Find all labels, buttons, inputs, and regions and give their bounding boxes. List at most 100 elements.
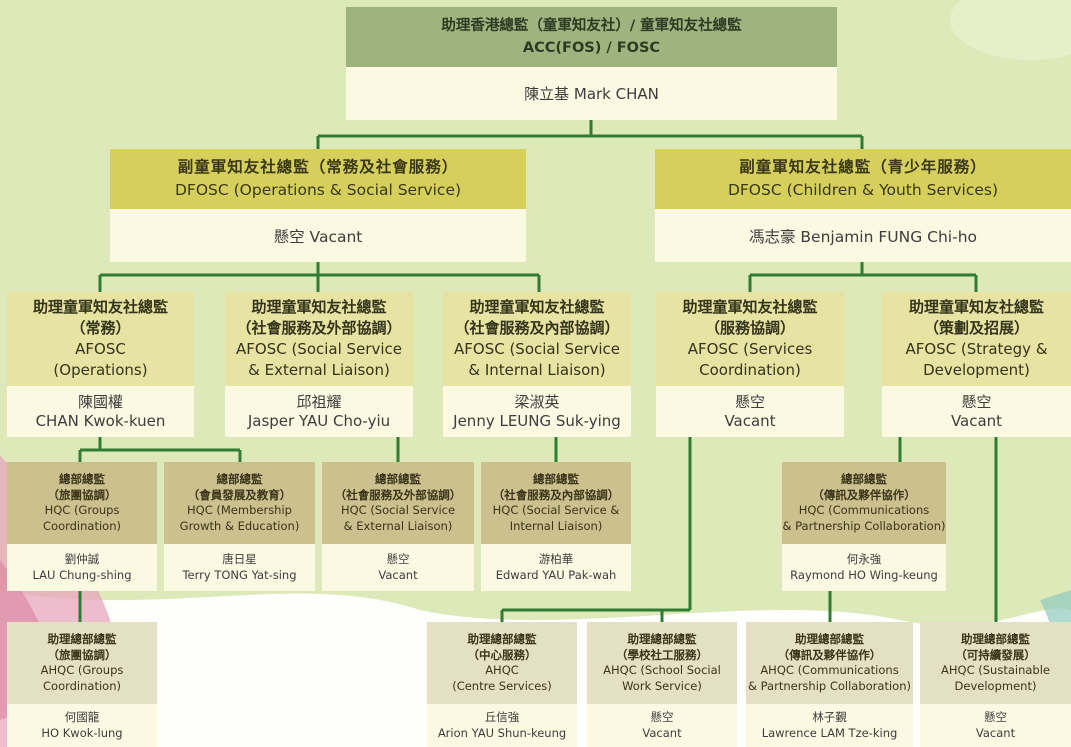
hqc-title-zh: 總部總監	[375, 472, 421, 486]
afosc-name-cell: 懸空 Vacant	[656, 386, 844, 437]
hqc-title-zh-sub: （會員發展及教育）	[187, 487, 292, 502]
afosc-box-services: 助理童軍知友社總監 （服務協調） AFOSC (Services Coordin…	[656, 292, 844, 437]
deputy-name-cell: 馮志豪 Benjamin FUNG Chi-ho	[655, 209, 1071, 262]
ahqc-name-cell: 丘信強 Arion YAU Shun-keung	[427, 704, 577, 747]
hqc-title-en: HQC (Social Service	[340, 503, 456, 517]
hqc-title-en-sub: Growth & Education)	[179, 518, 300, 533]
ahqc-title: 助理總部總監 （中心服務） AHQC (Centre Services)	[427, 622, 577, 704]
afosc-name-zh: 懸空	[734, 392, 765, 411]
hqc-title-zh-sub: （社會服務及外部協調）	[334, 487, 462, 502]
ahqc-title: 助理總部總監 （旅團協調） AHQC (Groups Coordination)	[7, 622, 157, 704]
ahqc-title-zh-sub: （中心服務）	[467, 647, 537, 662]
deputy-name: 馮志豪 Benjamin FUNG Chi-ho	[748, 227, 978, 246]
afosc-title-zh: 助理童軍知友社總監	[908, 298, 1044, 316]
ahqc-title-en-sub: Development)	[954, 678, 1037, 693]
director-title-en: ACC(FOS) / FOSC	[522, 40, 661, 56]
afosc-title: 助理童軍知友社總監 （社會服務及內部協調） AFOSC (Social Serv…	[443, 292, 631, 386]
ahqc-title-zh: 助理總部總監	[47, 632, 117, 646]
ahqc-title-en-sub: Work Service)	[622, 678, 702, 693]
afosc-title-en-sub: Coordination)	[699, 361, 801, 379]
hqc-name-zh: 劉仲誠	[64, 552, 100, 566]
hqc-title-zh-sub: （旅團協調）	[47, 487, 117, 502]
ahqc-title-zh: 助理總部總監	[627, 632, 697, 646]
ahqc-name-zh: 懸空	[984, 710, 1007, 724]
afosc-title-en: AFOSC (Services	[687, 340, 813, 358]
director-name: 陳立基 Mark CHAN	[524, 85, 659, 103]
deputy-name: 懸空 Vacant	[273, 227, 363, 246]
ahqc-title-zh: 助理總部總監	[961, 632, 1030, 646]
hqc-title: 總部總監 （旅團協調） HQC (Groups Coordination)	[7, 462, 157, 544]
afosc-name-en: Jenny LEUNG Suk-ying	[453, 411, 621, 430]
afosc-title-en: AFOSC (Social Service	[454, 340, 620, 358]
deputy-box-operations: 副童軍知友社總監（常務及社會服務） DFOSC (Operations & So…	[110, 149, 526, 262]
afosc-title-zh-sub: （社會服務及內部協調）	[454, 319, 620, 337]
afosc-title: 助理童軍知友社總監 （社會服務及外部協調） AFOSC (Social Serv…	[225, 292, 413, 386]
hqc-name-zh: 唐日星	[222, 552, 257, 566]
afosc-title-zh-sub: （社會服務及外部協調）	[236, 319, 402, 337]
deputy-name-cell: 懸空 Vacant	[110, 209, 526, 262]
hqc-title: 總部總監 （社會服務及內部協調） HQC (Social Service & I…	[481, 462, 631, 544]
ahqc-box-groups: 助理總部總監 （旅團協調） AHQC (Groups Coordination)…	[7, 622, 157, 747]
hqc-box-communications: 總部總監 （傳訊及夥伴協作） HQC (Communications & Par…	[782, 462, 946, 591]
hqc-title-en: HQC (Social Service &	[492, 503, 620, 517]
deputy-title-zh: 副童軍知友社總監（常務及社會服務）	[177, 158, 459, 176]
ahqc-box-sustainable: 助理總部總監 （可持續發展） AHQC (Sustainable Develop…	[920, 622, 1071, 747]
afosc-title-zh: 助理童軍知友社總監	[251, 298, 387, 316]
afosc-name-en: Vacant	[724, 411, 776, 430]
afosc-name-cell: 陳國權 CHAN Kwok-kuen	[7, 386, 194, 437]
afosc-name-zh: 懸空	[961, 392, 992, 411]
afosc-title-zh-sub: （策劃及招展）	[923, 319, 1029, 337]
hqc-name-cell: 游柏華 Edward YAU Pak-wah	[481, 544, 631, 591]
deputy-box-youth: 副童軍知友社總監（青少年服務） DFOSC (Children & Youth …	[655, 149, 1071, 262]
hqc-title: 總部總監 （會員發展及教育） HQC (Membership Growth & …	[164, 462, 315, 544]
ahqc-title-en: AHQC (Groups	[40, 663, 124, 677]
ahqc-name-zh: 何國龍	[64, 710, 100, 724]
ahqc-name-zh: 懸空	[650, 710, 674, 724]
hqc-name-zh: 懸空	[386, 552, 410, 566]
hqc-title-en-sub: & Partnership Collaboration)	[782, 518, 946, 533]
deputy-title-zh: 副童軍知友社總監（青少年服務）	[739, 158, 987, 176]
afosc-title-en: AFOSC (Strategy &	[905, 340, 1048, 358]
hqc-title-zh-sub: （傳訊及夥伴協作）	[812, 487, 916, 502]
hqc-title: 總部總監 （傳訊及夥伴協作） HQC (Communications & Par…	[782, 462, 946, 544]
hqc-title-zh: 總部總監	[533, 472, 579, 486]
hqc-name-en: Terry TONG Yat-sing	[182, 567, 297, 582]
ahqc-title-en-sub: & Partnership Collaboration)	[748, 678, 911, 693]
ahqc-name-cell: 何國龍 HO Kwok-lung	[7, 704, 157, 747]
hqc-title-zh-sub: （社會服務及內部協調）	[492, 487, 620, 502]
hqc-title-en: HQC (Membership	[187, 503, 292, 517]
deputy-title: 副童軍知友社總監（青少年服務） DFOSC (Children & Youth …	[655, 149, 1071, 209]
afosc-box-operations: 助理童軍知友社總監 （常務） AFOSC (Operations) 陳國權 CH…	[7, 292, 194, 437]
hqc-box-membership: 總部總監 （會員發展及教育） HQC (Membership Growth & …	[164, 462, 315, 591]
ahqc-name-cell: 懸空 Vacant	[920, 704, 1071, 747]
ahqc-title-en-sub: (Centre Services)	[452, 678, 552, 693]
hqc-name-en: LAU Chung-shing	[32, 567, 132, 582]
deputy-title-en: DFOSC (Children & Youth Services)	[727, 181, 999, 199]
ahqc-title: 助理總部總監 （學校社工服務） AHQC (School Social Work…	[587, 622, 737, 704]
hqc-name-en: Edward YAU Pak-wah	[495, 567, 617, 582]
ahqc-name-en: Arion YAU Shun-keung	[437, 725, 567, 740]
afosc-title-zh-sub: （常務）	[70, 319, 131, 337]
afosc-title-en: AFOSC (Social Service	[236, 340, 402, 358]
ahqc-title-zh: 助理總部總監	[467, 632, 537, 646]
afosc-name-cell: 梁淑英 Jenny LEUNG Suk-ying	[443, 386, 631, 437]
hqc-box-external: 總部總監 （社會服務及外部協調） HQC (Social Service & E…	[322, 462, 474, 591]
afosc-name-cell: 邱祖耀 Jasper YAU Cho-yiu	[225, 386, 413, 437]
afosc-box-strategy: 助理童軍知友社總監 （策劃及招展） AFOSC (Strategy & Deve…	[882, 292, 1071, 437]
ahqc-name-zh: 丘信強	[484, 710, 520, 724]
afosc-name-zh: 陳國權	[77, 392, 123, 411]
afosc-title: 助理童軍知友社總監 （策劃及招展） AFOSC (Strategy & Deve…	[882, 292, 1071, 386]
afosc-box-external: 助理童軍知友社總監 （社會服務及外部協調） AFOSC (Social Serv…	[225, 292, 413, 437]
ahqc-name-cell: 林子覲 Lawrence LAM Tze-king	[746, 704, 913, 747]
hqc-name-cell: 懸空 Vacant	[322, 544, 474, 591]
ahqc-title-en: AHQC (Communications	[760, 663, 899, 677]
afosc-title-en-sub: Development)	[923, 361, 1030, 379]
afosc-title-en-sub: & Internal Liaison)	[468, 361, 606, 379]
ahqc-name-cell: 懸空 Vacant	[587, 704, 737, 747]
afosc-title-en: AFOSC	[75, 340, 126, 358]
afosc-name-en: CHAN Kwok-kuen	[35, 411, 166, 430]
hqc-name-en: Raymond HO Wing-keung	[790, 567, 938, 582]
hqc-name-zh: 何永強	[846, 552, 882, 566]
hqc-box-groups: 總部總監 （旅團協調） HQC (Groups Coordination) 劉仲…	[7, 462, 157, 591]
